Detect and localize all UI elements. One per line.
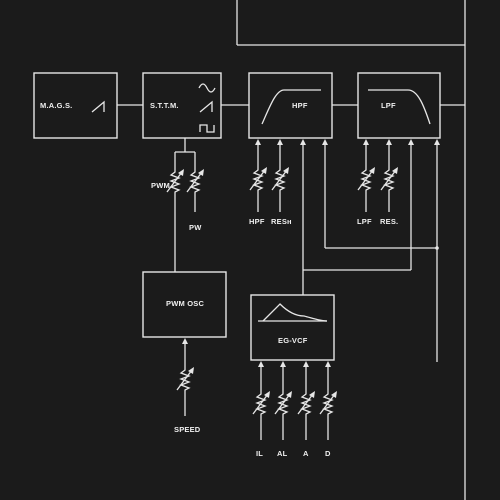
il-control-label: IL (256, 449, 263, 458)
pw-control-label: PW (189, 223, 202, 232)
lpf-controls: LPF RES. (303, 139, 440, 362)
il-pot-icon (252, 389, 271, 419)
a-control-label: A (303, 449, 309, 458)
lpf-pot-icon (357, 165, 376, 195)
lpf-res-pot-icon (380, 165, 399, 195)
lpf-label: LPF (381, 101, 396, 110)
lpf-res-control-label: RES. (380, 217, 398, 226)
mags-block: M.A.G.S. (33, 72, 118, 139)
speed-pot-icon (176, 365, 195, 395)
al-pot-icon (274, 389, 293, 419)
sine-wave-icon (198, 83, 216, 93)
al-control-label: AL (277, 449, 288, 458)
highpass-curve-icon (261, 89, 321, 125)
eg-vcf-block: EG-VCF IL AL A D (250, 294, 338, 458)
envelope-curve-icon (262, 303, 328, 322)
hpf-label: HPF (292, 101, 308, 110)
hpf-control-label: HPF (249, 217, 265, 226)
sttm-label: S.T.T.M. (150, 101, 179, 110)
d-pot-icon (319, 389, 338, 419)
sawtooth-icon (199, 100, 213, 113)
pwm-osc-label: PWM OSC (166, 299, 204, 308)
sawtooth-icon (91, 100, 105, 113)
pwm-section: PWM PW (151, 138, 205, 272)
eg-vcf-label: EG-VCF (278, 336, 308, 345)
square-wave-icon (199, 124, 215, 133)
hpf-pot-icon (249, 165, 268, 195)
pwm-osc-block: PWM OSC SPEED (142, 271, 227, 434)
hpf-res-control-label: RESн (271, 217, 292, 226)
a-pot-icon (297, 389, 316, 419)
hpf-block: HPF (248, 72, 333, 139)
speed-control-label: SPEED (174, 425, 201, 434)
mags-label: M.A.G.S. (40, 101, 72, 110)
d-control-label: D (325, 449, 331, 458)
hpf-res-pot-icon (271, 165, 290, 195)
hpf-controls: HPF RESн (249, 139, 437, 295)
lowpass-curve-icon (368, 89, 431, 125)
sttm-block: S.T.T.M. (142, 72, 222, 139)
pw-pot-icon (186, 167, 205, 197)
top-frame (236, 0, 466, 500)
pwm-control-label: PWM (151, 181, 170, 190)
lpf-control-label: LPF (357, 217, 372, 226)
lpf-block: LPF (357, 72, 441, 139)
